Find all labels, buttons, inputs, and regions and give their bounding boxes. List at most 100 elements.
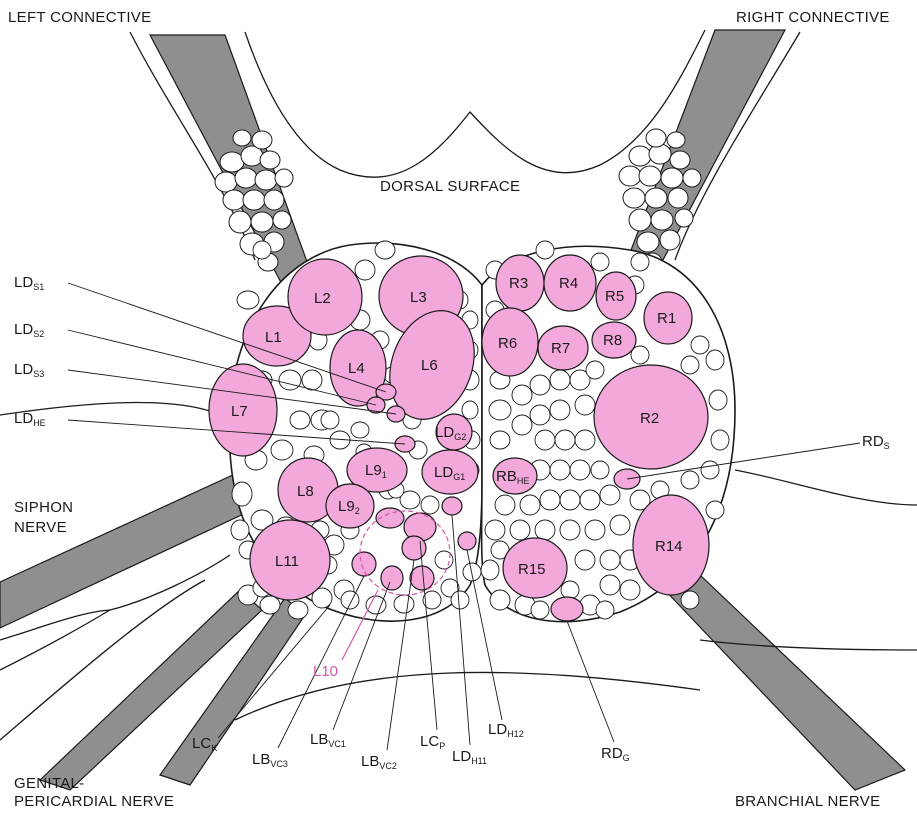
neuron-LDH11 — [442, 497, 462, 515]
small-cell — [586, 361, 604, 379]
small-cell — [575, 430, 595, 450]
small-cell — [681, 356, 699, 374]
label-L2: L2 — [314, 290, 331, 307]
label-R3: R3 — [509, 275, 528, 292]
label-R14: R14 — [655, 538, 683, 555]
label-L1: L1 — [265, 329, 282, 346]
small-cell — [596, 601, 614, 619]
small-cell — [540, 490, 560, 510]
small-cell — [394, 595, 414, 613]
neuron-L10-a — [410, 566, 434, 590]
small-cell — [510, 520, 530, 540]
genital-nerve-label-2: PERICARDIAL NERVE — [14, 793, 174, 810]
small-cell — [530, 405, 550, 425]
small-cell — [512, 415, 532, 435]
small-cell — [351, 422, 369, 438]
small-cell — [366, 596, 386, 614]
small-cell — [535, 430, 555, 450]
callout-LDH11: LDH11 — [452, 748, 487, 766]
small-cell — [489, 400, 511, 420]
small-cell — [600, 550, 620, 570]
callout-LDS1: LDS1 — [14, 274, 44, 292]
callout-LDH12: LDH12 — [488, 721, 524, 739]
small-cell — [271, 440, 293, 460]
small-cell — [288, 601, 308, 619]
label-R4: R4 — [559, 275, 578, 292]
right-connective-label: RIGHT CONNECTIVE — [736, 9, 890, 26]
small-cell — [490, 590, 510, 610]
dorsal-surface-label: DORSAL SURFACE — [380, 178, 520, 195]
label-L3: L3 — [410, 289, 427, 306]
small-cell — [591, 253, 609, 271]
label-L4: L4 — [348, 360, 365, 377]
small-cell — [620, 580, 640, 600]
callout-LBVC2: LBVC2 — [361, 753, 397, 771]
neuron-LBVC2 — [402, 536, 426, 560]
small-cell — [231, 520, 249, 540]
small-cell — [237, 291, 259, 309]
small-cell — [451, 591, 469, 609]
small-cell — [421, 496, 439, 514]
small-cell — [555, 430, 575, 450]
label-R1: R1 — [657, 310, 676, 327]
small-cell — [530, 375, 550, 395]
small-cell — [341, 591, 359, 609]
small-cell — [375, 241, 395, 259]
label-R8: R8 — [603, 332, 622, 349]
small-cell — [706, 501, 724, 519]
small-cell — [575, 550, 595, 570]
neuron-RDG — [551, 597, 583, 621]
branchial-nerve-label: BRANCHIAL NERVE — [735, 793, 880, 810]
small-cell — [711, 430, 729, 450]
neuron-LCK — [381, 566, 403, 590]
small-cell — [591, 461, 609, 479]
callout-LBVC3: LBVC3 — [252, 751, 288, 769]
small-cell — [560, 520, 580, 540]
small-cell — [570, 460, 590, 480]
small-cell — [302, 370, 322, 390]
small-cell — [631, 253, 649, 271]
siphon-nerve — [0, 468, 252, 628]
small-cell — [550, 400, 570, 420]
label-R7: R7 — [551, 340, 570, 357]
label-R5: R5 — [605, 288, 624, 305]
small-cell — [536, 241, 554, 259]
small-cell — [681, 471, 699, 489]
siphon-nerve-label-1: SIPHON — [14, 499, 73, 516]
small-cell — [232, 482, 252, 506]
small-cell — [681, 591, 699, 609]
label-L8: L8 — [297, 483, 314, 500]
small-cell — [463, 563, 481, 581]
small-cell — [706, 350, 724, 370]
callout-LDHE: LDHE — [14, 410, 46, 428]
small-cell — [691, 336, 709, 354]
label-R15: R15 — [518, 561, 546, 578]
callout-LBVC1: LBVC1 — [310, 731, 346, 749]
siphon-nerve-label-2: NERVE — [14, 519, 67, 536]
small-cell — [495, 495, 515, 515]
small-cell — [610, 515, 630, 535]
callout-RDS: RDS — [862, 433, 890, 451]
label-R6: R6 — [498, 335, 517, 352]
small-cell — [585, 520, 605, 540]
small-cell — [550, 460, 570, 480]
small-cell — [462, 401, 478, 419]
callout-RDG: RDG — [601, 745, 630, 763]
label-R2: R2 — [640, 410, 659, 427]
small-cell — [485, 520, 505, 540]
small-cell — [535, 520, 555, 540]
small-cell — [560, 490, 580, 510]
callout-LDS3: LDS3 — [14, 361, 44, 379]
small-cell — [253, 241, 271, 259]
small-cell — [490, 431, 510, 449]
small-cell — [355, 260, 375, 280]
small-cell — [550, 370, 570, 390]
small-cell — [531, 601, 549, 619]
label-L6: L6 — [421, 357, 438, 374]
small-cell — [481, 560, 499, 580]
small-cell — [520, 495, 540, 515]
callout-LDS2: LDS2 — [14, 321, 44, 339]
label-L7: L7 — [231, 403, 248, 420]
label-L11: L11 — [275, 553, 299, 570]
